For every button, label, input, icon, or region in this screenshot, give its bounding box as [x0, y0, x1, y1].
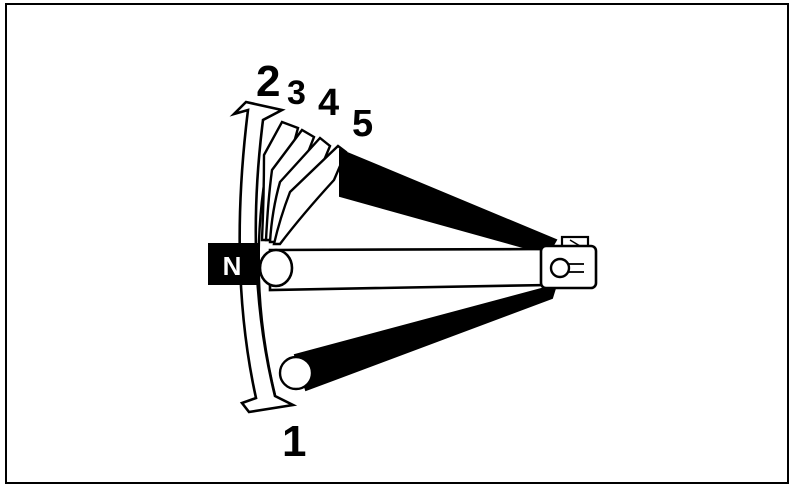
lever-neutral	[268, 247, 550, 292]
position-label-5: 5	[352, 103, 373, 145]
position-label-4: 4	[318, 82, 339, 124]
lever-upper-dark	[339, 148, 558, 256]
ghost-position-5	[272, 144, 348, 246]
neutral-marker	[208, 243, 260, 285]
pivot-clamp-icon	[539, 235, 598, 290]
lever-neutral-end-cap	[258, 248, 294, 288]
double-headed-arc-arrow-icon	[229, 100, 298, 414]
lever-lower-dark	[293, 283, 558, 392]
shift-position-fan	[260, 120, 348, 246]
figure-border	[5, 3, 789, 484]
lever-lower-end-cap	[278, 355, 314, 391]
position-label-2: 2	[256, 57, 280, 106]
neutral-label: N	[223, 251, 242, 281]
position-label-1: 1	[282, 417, 306, 466]
position-label-3: 3	[287, 74, 306, 112]
